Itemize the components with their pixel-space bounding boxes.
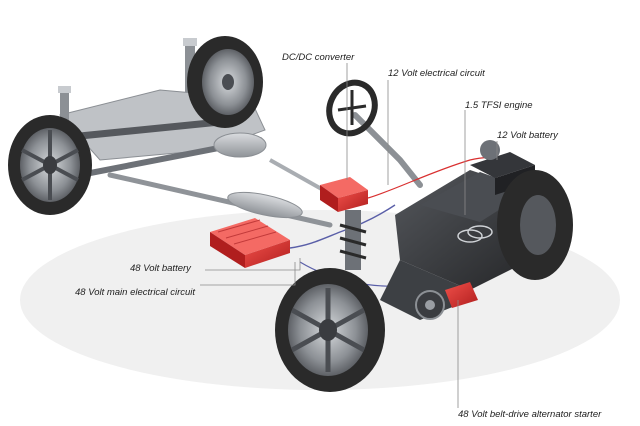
label-12v-electrical-circuit: 12 Volt electrical circuit (388, 68, 485, 79)
belt-alternator-starter-unit (415, 282, 478, 320)
label-48v-starter: 48 Volt belt-drive alternator starter (458, 409, 602, 420)
rear-right-wheel (187, 36, 263, 128)
label-engine: 1.5 TFSI engine (465, 100, 533, 111)
front-left-wheel (275, 268, 385, 392)
front-right-wheel (497, 170, 573, 280)
rear-left-wheel (8, 115, 92, 215)
steering-assembly (326, 79, 423, 188)
leader-lines (200, 63, 498, 408)
label-dcdc-converter: DC/DC converter (282, 52, 355, 63)
label-48v-battery: 48 Volt battery (130, 263, 191, 274)
leader-48v-circuit (200, 262, 296, 286)
front-strut (339, 210, 367, 270)
label-48v-main-circuit: 48 Volt main electrical circuit (75, 287, 196, 298)
48v-battery-unit (210, 218, 290, 268)
leader-48v-battery (205, 258, 301, 271)
label-12v-battery: 12 Volt battery (497, 130, 558, 141)
dcdc-converter-unit (320, 177, 368, 212)
